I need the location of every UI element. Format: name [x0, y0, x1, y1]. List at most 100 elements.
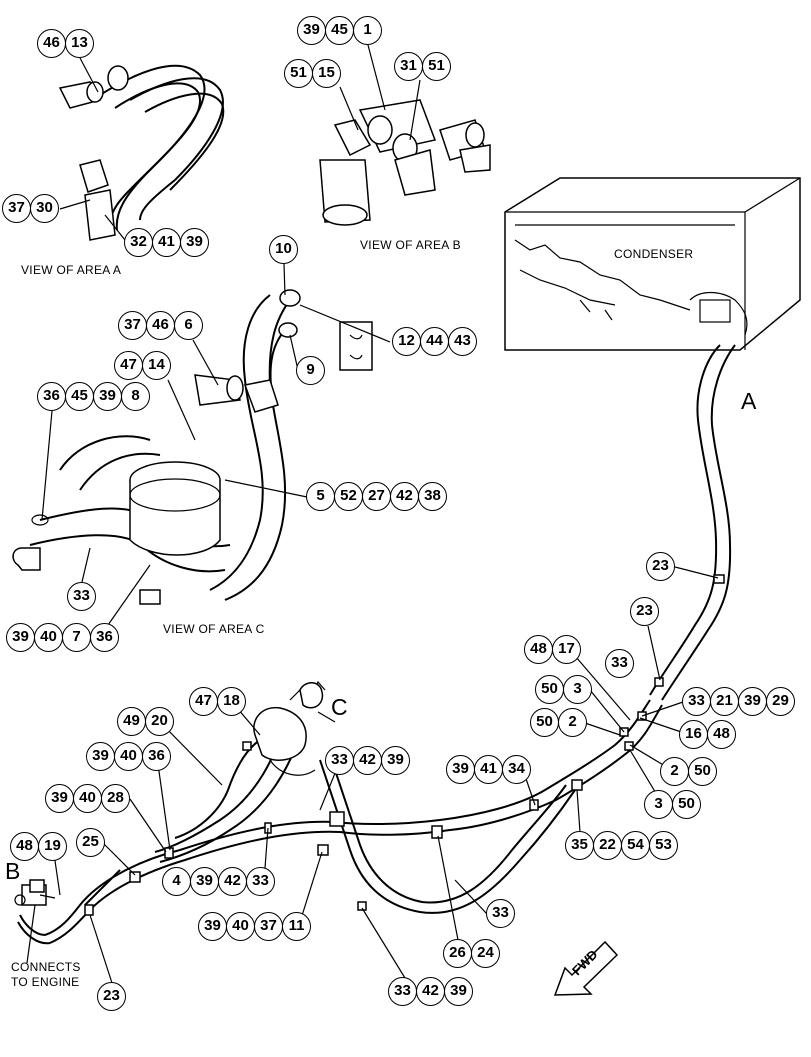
- callout-balloon: 33: [67, 582, 96, 611]
- callout-balloon: 50: [688, 757, 717, 786]
- callout-balloon: 19: [38, 832, 67, 861]
- callout-balloon: 23: [97, 982, 126, 1011]
- callout-balloon: 41: [474, 755, 503, 784]
- callout-balloon: 36: [37, 382, 66, 411]
- callout-balloon: 37: [2, 194, 31, 223]
- callout-balloon: 40: [73, 784, 102, 813]
- callout-balloon: 54: [621, 831, 650, 860]
- callout-balloon: 44: [420, 327, 449, 356]
- callout-balloon: 36: [90, 623, 119, 652]
- area-a-marker: A: [741, 388, 757, 414]
- callout-balloon: 33: [605, 649, 634, 678]
- main-hose-routing: [17, 699, 663, 945]
- callout-balloon: 23: [630, 597, 659, 626]
- callout-balloon: 11: [282, 912, 311, 941]
- callout-balloon: 39: [93, 382, 122, 411]
- fwd-arrow: [553, 940, 619, 996]
- callout-balloon: 3: [644, 790, 673, 819]
- callout-balloon: 50: [530, 708, 559, 737]
- callout-balloon: 39: [444, 977, 473, 1006]
- callout-balloon: 28: [101, 784, 130, 813]
- callout-balloon: 7: [62, 623, 91, 652]
- callout-balloon: 39: [86, 742, 115, 771]
- callout-balloon: 2: [558, 708, 587, 737]
- callout-balloon: 33: [388, 977, 417, 1006]
- callout-balloon: 9: [296, 356, 325, 385]
- callout-balloon: 32: [124, 228, 153, 257]
- callout-balloon: 51: [422, 52, 451, 81]
- callout-balloon: 3: [563, 675, 592, 704]
- callout-balloon: 33: [682, 687, 711, 716]
- callout-balloon: 21: [710, 687, 739, 716]
- callout-balloon: 39: [297, 16, 326, 45]
- view-area-b-caption: VIEW OF AREA B: [360, 238, 461, 252]
- callout-balloon: 26: [443, 939, 472, 968]
- callout-balloon: 5: [306, 482, 335, 511]
- callout-balloon: 42: [390, 482, 419, 511]
- callout-balloon: 37: [254, 912, 283, 941]
- callout-balloon: 33: [325, 746, 354, 775]
- callout-balloon: 38: [418, 482, 447, 511]
- callout-balloon: 33: [246, 867, 275, 896]
- callout-balloon: 45: [325, 16, 354, 45]
- callout-balloon: 16: [679, 720, 708, 749]
- callout-balloon: 42: [416, 977, 445, 1006]
- condenser-label: CONDENSER: [614, 247, 694, 261]
- callout-balloon: 48: [10, 832, 39, 861]
- callout-balloon: 51: [284, 59, 313, 88]
- callout-balloon: 39: [738, 687, 767, 716]
- callout-balloon: 46: [37, 29, 66, 58]
- view-area-c-caption: VIEW OF AREA C: [163, 622, 265, 636]
- callout-balloon: 42: [218, 867, 247, 896]
- area-b-detail: [319, 99, 491, 226]
- callout-balloon: 2: [660, 757, 689, 786]
- callout-balloon: 46: [146, 311, 175, 340]
- area-c-marker: C: [331, 694, 348, 720]
- callout-balloon: 10: [269, 235, 298, 264]
- callout-balloon: 40: [226, 912, 255, 941]
- callout-balloon: 40: [114, 742, 143, 771]
- callout-balloon: 41: [152, 228, 181, 257]
- callout-balloon: 34: [502, 755, 531, 784]
- callout-balloon: 12: [392, 327, 421, 356]
- connects-to-engine-line1: CONNECTS: [11, 960, 81, 974]
- callout-balloon: 15: [312, 59, 341, 88]
- area-a-detail: [58, 64, 225, 241]
- callout-balloon: 25: [76, 828, 105, 857]
- callout-balloon: 27: [362, 482, 391, 511]
- callout-balloon: 4: [162, 867, 191, 896]
- area-c-detail: [12, 289, 373, 605]
- view-area-a-caption: VIEW OF AREA A: [21, 263, 122, 277]
- callout-balloon: 33: [486, 899, 515, 928]
- callout-balloon: 36: [142, 742, 171, 771]
- callout-balloon: 53: [649, 831, 678, 860]
- area-c-fitting-assembly: [253, 680, 326, 776]
- callout-balloon: 52: [334, 482, 363, 511]
- callout-balloon: 39: [180, 228, 209, 257]
- callout-balloon: 40: [34, 623, 63, 652]
- callout-balloon: 35: [565, 831, 594, 860]
- callout-balloon: 47: [114, 351, 143, 380]
- callout-balloon: 50: [535, 675, 564, 704]
- callout-balloon: 45: [65, 382, 94, 411]
- callout-balloon: 39: [381, 746, 410, 775]
- callout-balloon: 37: [118, 311, 147, 340]
- callout-balloon: 39: [190, 867, 219, 896]
- callout-balloon: 31: [394, 52, 423, 81]
- condenser-unit: [504, 177, 801, 351]
- callout-balloon: 39: [6, 623, 35, 652]
- callout-balloon: 47: [189, 687, 218, 716]
- callout-balloon: 29: [766, 687, 795, 716]
- connects-to-engine-line2: TO ENGINE: [11, 975, 80, 989]
- callout-balloon: 14: [142, 351, 171, 380]
- callout-balloon: 39: [446, 755, 475, 784]
- callout-balloon: 1: [353, 16, 382, 45]
- callout-balloon: 13: [65, 29, 94, 58]
- callout-balloon: 20: [145, 707, 174, 736]
- area-b-fittings: [14, 879, 56, 906]
- callout-balloon: 48: [524, 635, 553, 664]
- callout-balloon: 43: [448, 327, 477, 356]
- callout-balloon: 17: [552, 635, 581, 664]
- hose-23-condenser-line: [649, 344, 736, 701]
